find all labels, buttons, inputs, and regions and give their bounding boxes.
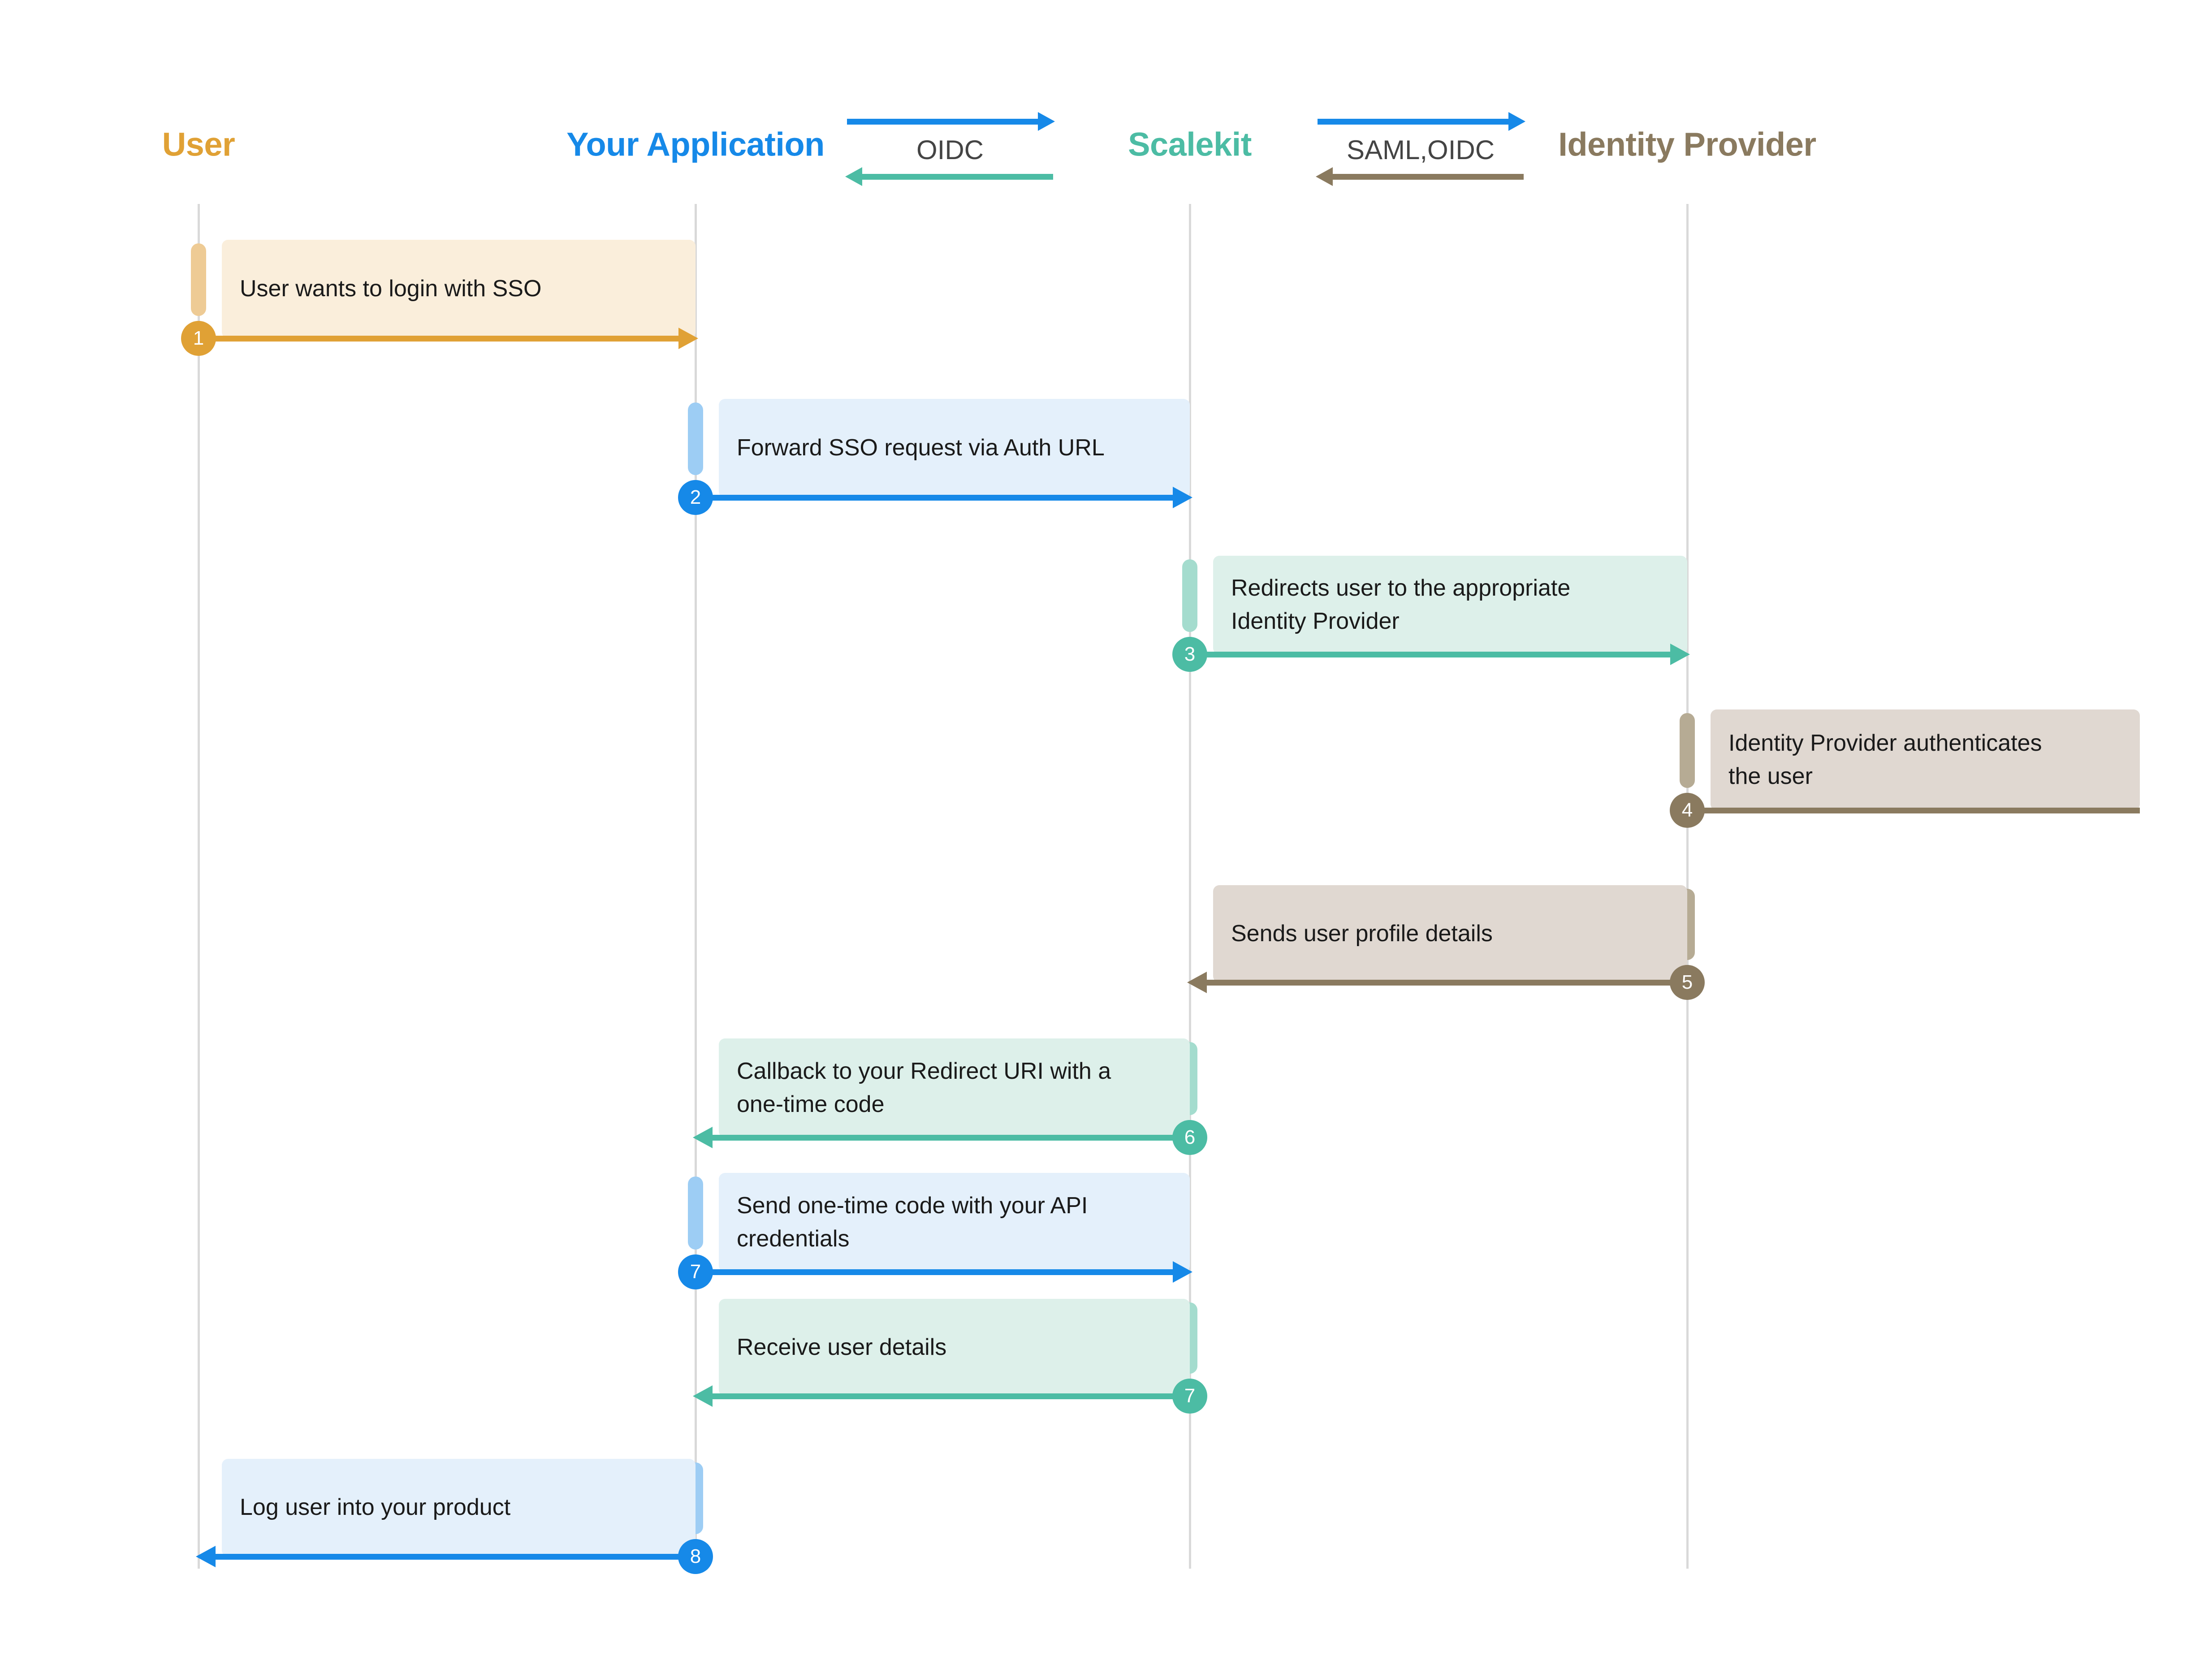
arrow-head-left-icon-step-5 xyxy=(1187,972,1207,993)
step-badge-7-8[interactable]: 7 xyxy=(1172,1379,1207,1414)
arrow-head-left-icon xyxy=(1316,167,1333,186)
message-note-text: Log user into your product xyxy=(240,1494,511,1521)
actor-label-user: User xyxy=(162,125,235,163)
message-note-step-4: Identity Provider authenticates the user xyxy=(1711,709,2140,810)
message-note-text: Send one-time code with your API credent… xyxy=(737,1192,1088,1252)
legend-shaft xyxy=(861,174,1053,180)
activation-bar-app-step-2 xyxy=(688,402,703,475)
message-note-text: Callback to your Redirect URI with a one… xyxy=(737,1058,1111,1117)
message-note-text: Sends user profile details xyxy=(1231,920,1493,947)
step-badge-7-7[interactable]: 7 xyxy=(678,1254,713,1289)
step-badge-1-1[interactable]: 1 xyxy=(181,321,216,356)
lifeline-app xyxy=(695,204,697,1569)
lifeline-user xyxy=(198,204,200,1569)
step-badge-6-6[interactable]: 6 xyxy=(1172,1120,1207,1155)
message-arrow-shaft-step-9 xyxy=(215,1554,696,1560)
arrow-head-right-icon xyxy=(1038,112,1055,131)
legend-label-saml-oidc: SAML,OIDC xyxy=(1346,135,1495,165)
activation-bar-scalekit-step-3 xyxy=(1182,559,1197,632)
step-badge-2-2[interactable]: 2 xyxy=(678,480,713,515)
arrow-head-left-icon-step-6 xyxy=(693,1127,713,1148)
legend-shaft xyxy=(1318,119,1509,125)
message-arrow-shaft-step-3 xyxy=(1190,652,1671,657)
lifeline-idp xyxy=(1686,204,1689,1569)
lifeline-scalekit xyxy=(1189,204,1191,1569)
activation-bar-idp-step-4 xyxy=(1680,713,1695,788)
actor-label-scalekit: Scalekit xyxy=(1128,125,1252,163)
message-note-text: User wants to login with SSO xyxy=(240,276,542,302)
message-arrow-shaft-step-1 xyxy=(199,336,679,342)
legend-shaft xyxy=(1332,174,1524,180)
activation-bar-user-step-1 xyxy=(191,243,206,316)
message-note-text: Redirects user to the appropriate Identi… xyxy=(1231,575,1571,634)
message-arrow-shaft-step-4 xyxy=(1687,808,2140,813)
message-arrow-shaft-step-7 xyxy=(696,1269,1174,1275)
message-note-step-2: Forward SSO request via Auth URL xyxy=(719,399,1190,497)
actor-label-idp: Identity Provider xyxy=(1558,125,1816,163)
message-arrow-shaft-step-2 xyxy=(696,495,1174,501)
message-note-text: Forward SSO request via Auth URL xyxy=(737,435,1105,461)
arrow-head-right-icon-step-7 xyxy=(1173,1261,1192,1283)
step-badge-4-4[interactable]: 4 xyxy=(1670,793,1705,828)
message-note-text: Receive user details xyxy=(737,1334,947,1360)
message-note-step-1: User wants to login with SSO xyxy=(222,240,696,338)
actor-label-app: Your Application xyxy=(566,125,825,163)
arrow-head-right-icon-step-2 xyxy=(1173,487,1192,508)
step-badge-3-3[interactable]: 3 xyxy=(1172,637,1207,672)
legend-label-oidc: OIDC xyxy=(916,135,984,165)
arrow-head-left-icon-step-9 xyxy=(196,1546,216,1567)
message-note-step-5: Sends user profile details xyxy=(1213,885,1687,982)
message-arrow-shaft-step-6 xyxy=(712,1135,1190,1141)
message-note-step-3: Redirects user to the appropriate Identi… xyxy=(1213,556,1687,654)
arrow-head-right-icon xyxy=(1508,112,1525,131)
message-note-step-6: Callback to your Redirect URI with a one… xyxy=(719,1038,1190,1137)
message-note-step-9: Log user into your product xyxy=(222,1459,696,1557)
message-note-step-8: Receive user details xyxy=(719,1299,1190,1396)
activation-bar-app-step-7 xyxy=(688,1176,703,1250)
legend-shaft xyxy=(847,119,1039,125)
message-note-step-7: Send one-time code with your API credent… xyxy=(719,1173,1190,1272)
arrow-head-left-icon-step-8 xyxy=(693,1385,713,1407)
message-arrow-shaft-step-5 xyxy=(1206,980,1687,986)
arrow-head-left-icon xyxy=(845,167,862,186)
message-note-text: Identity Provider authenticates the user xyxy=(1728,730,2042,789)
arrow-head-right-icon-step-3 xyxy=(1670,644,1690,665)
step-badge-8-9[interactable]: 8 xyxy=(678,1539,713,1574)
arrow-head-right-icon-step-1 xyxy=(678,328,698,349)
step-badge-5-5[interactable]: 5 xyxy=(1670,965,1705,1000)
message-arrow-shaft-step-8 xyxy=(712,1393,1190,1399)
